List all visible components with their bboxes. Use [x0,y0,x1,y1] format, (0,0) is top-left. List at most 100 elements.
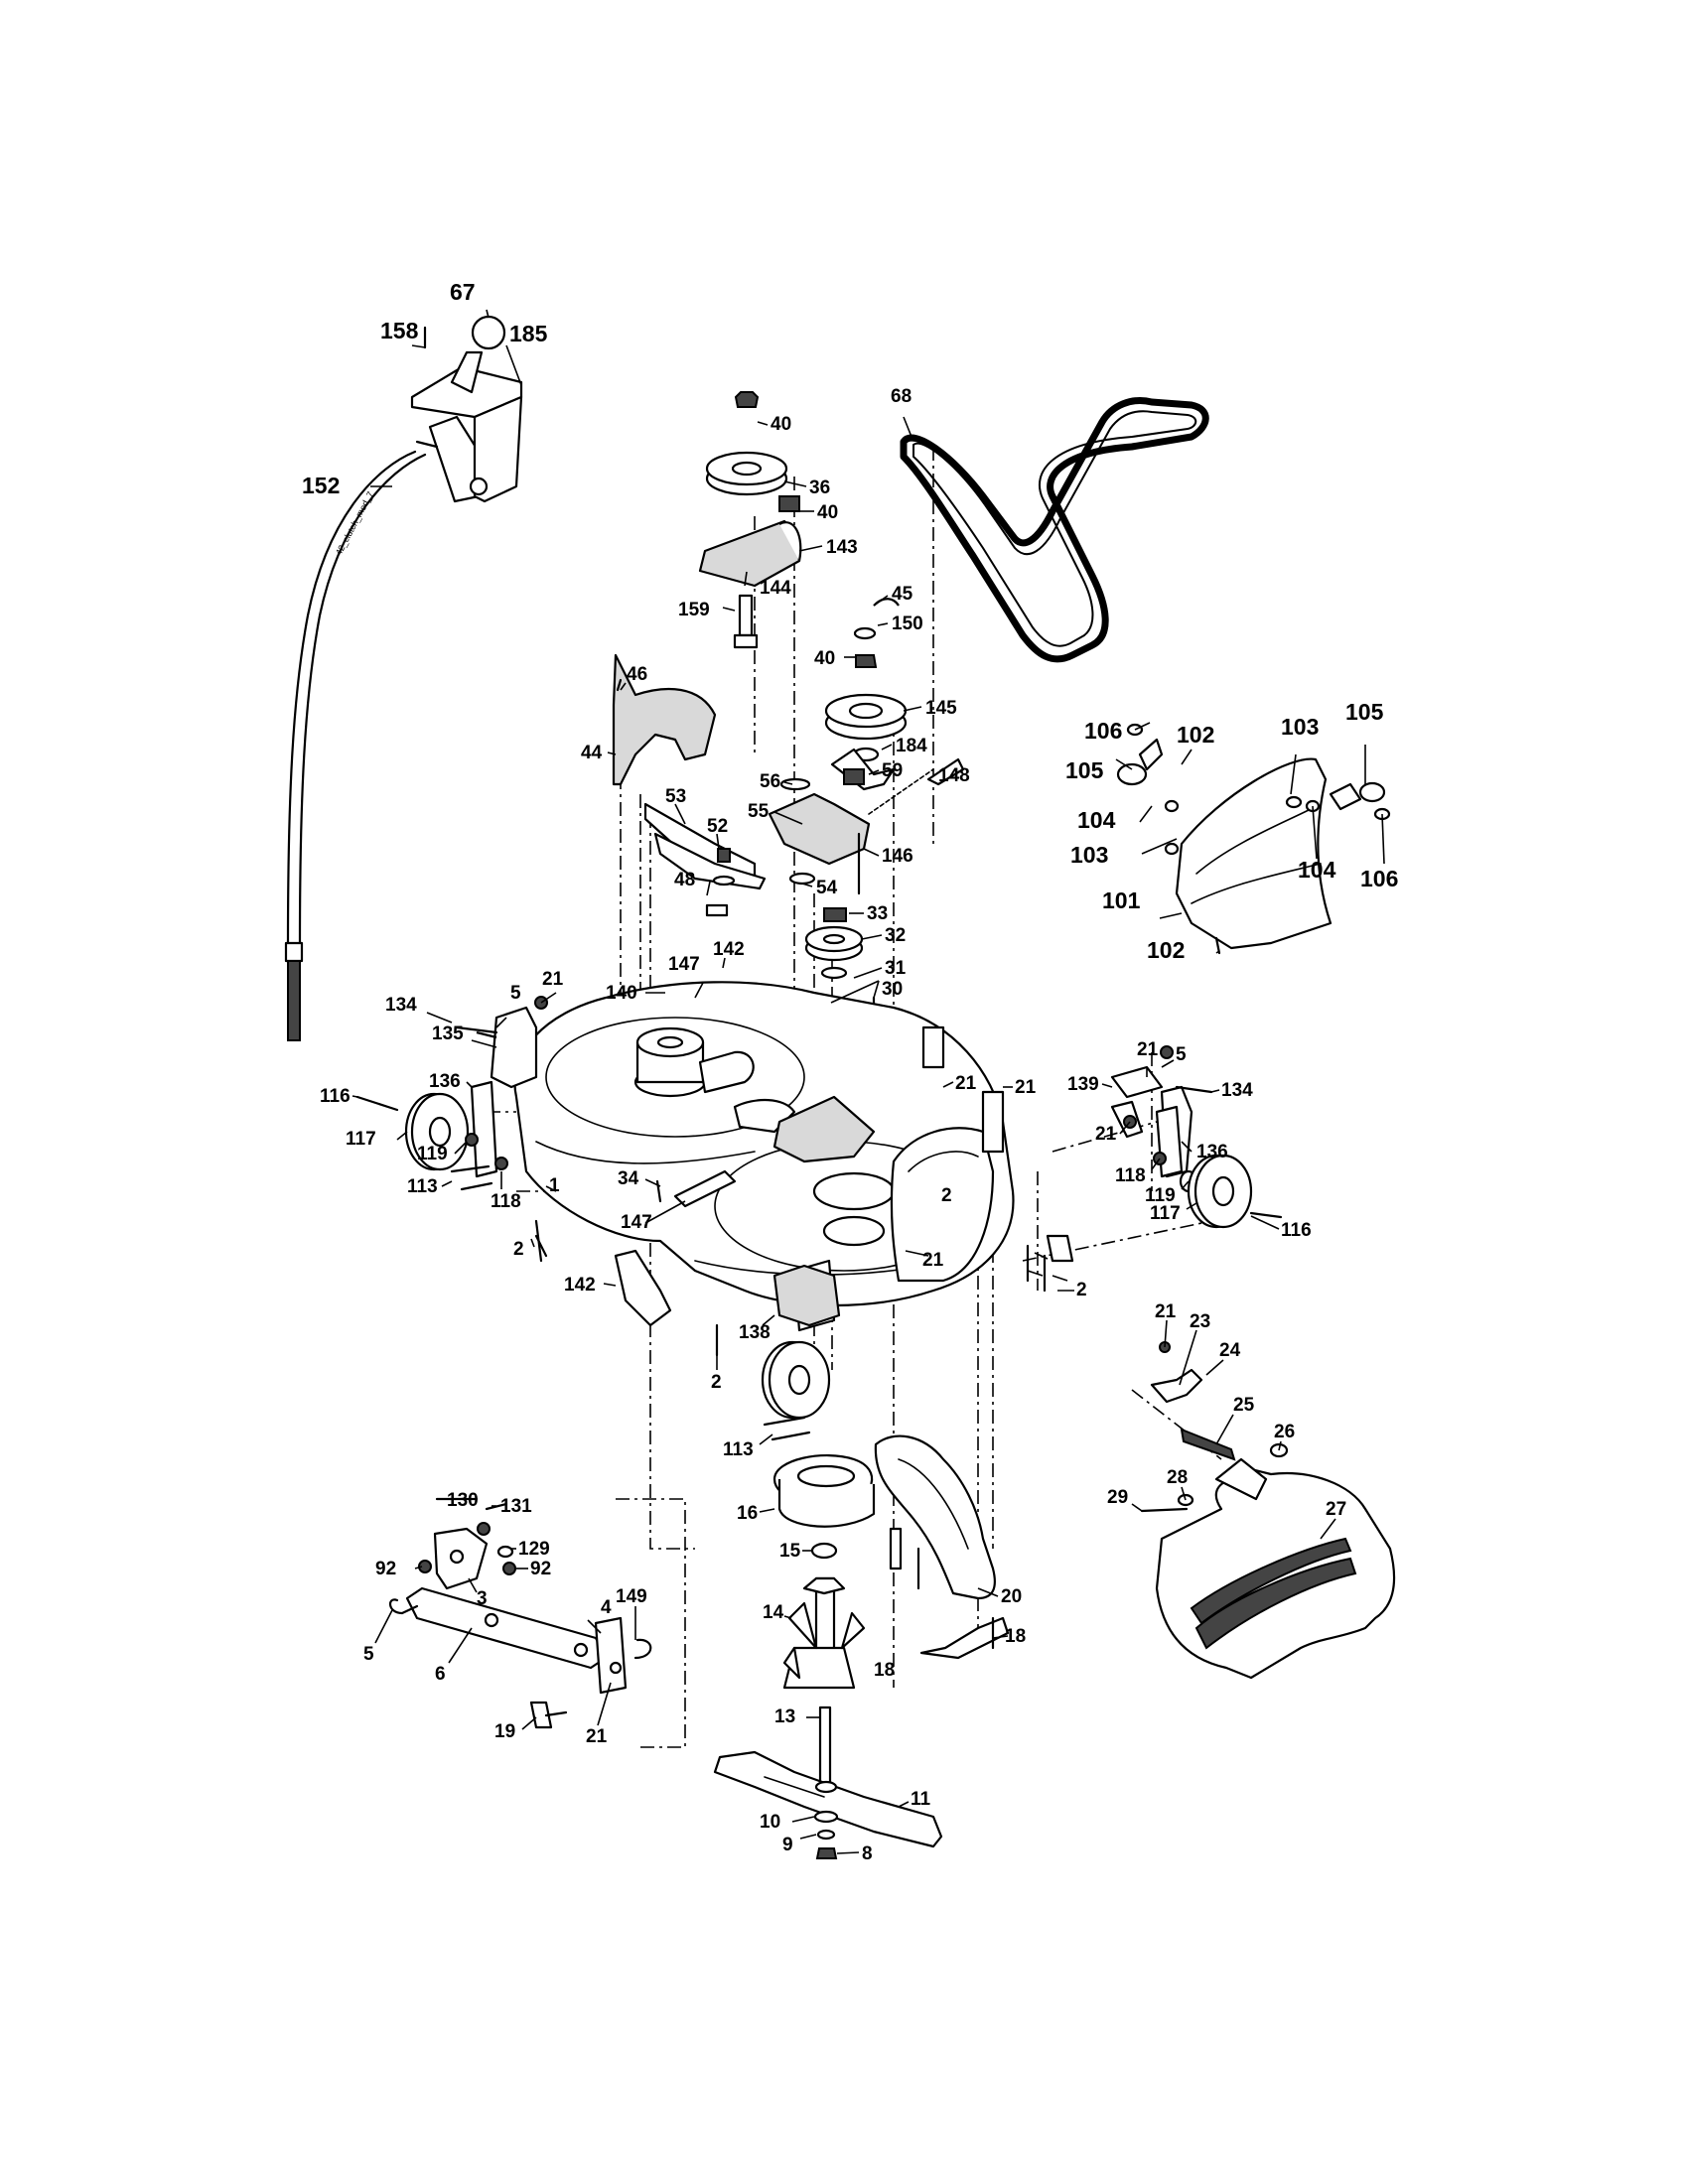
callout-24: 24 [1219,1340,1241,1361]
callout-29: 29 [1107,1487,1128,1508]
callout-68: 68 [891,386,912,407]
callout-104: 104 [1077,807,1116,833]
callout-1: 1 [549,1175,560,1196]
callout-102: 102 [1147,937,1185,963]
callout-27: 27 [1326,1499,1346,1520]
callout-3: 3 [477,1588,488,1609]
callout-2: 2 [711,1372,722,1393]
callout-131: 131 [500,1496,532,1517]
right-wheel-assembly [1026,1045,1283,1293]
callout-152: 152 [302,473,340,498]
callout-103: 103 [1281,714,1319,740]
callout-16: 16 [737,1503,758,1524]
callout-56: 56 [760,771,780,792]
idler-bracket-55 [768,792,871,866]
callout-48: 48 [674,870,695,890]
drive-belt-68 [900,397,1209,663]
callout-106: 106 [1360,866,1398,891]
callout-40: 40 [771,414,791,435]
discharge-deflector [1116,723,1391,955]
callout-147: 147 [668,954,700,975]
callout-11: 11 [911,1789,931,1810]
callout-59: 59 [882,760,903,781]
callout-2: 2 [941,1185,952,1206]
callout-184: 184 [896,736,927,756]
callout-146: 146 [882,846,913,867]
callout-117: 117 [1150,1203,1181,1224]
callout-18: 18 [1005,1626,1026,1647]
callout-44: 44 [581,743,603,763]
callout-5: 5 [363,1644,374,1665]
callout-113: 113 [723,1439,754,1460]
callout-92: 92 [375,1559,396,1579]
callout-103: 103 [1070,842,1108,868]
callout-117: 117 [346,1129,376,1150]
callout-21: 21 [922,1250,944,1271]
callout-21: 21 [586,1726,608,1747]
callout-129: 129 [518,1539,550,1560]
callout-26: 26 [1274,1422,1295,1442]
callout-21: 21 [1137,1039,1159,1060]
callout-4: 4 [601,1597,612,1618]
callout-185: 185 [509,321,548,346]
callout-40: 40 [817,502,838,523]
callout-92: 92 [530,1559,551,1579]
clutch-control-assembly: 42_clutch_mod_7 [284,315,523,1041]
knob-67 [471,315,506,350]
callout-54: 54 [816,878,838,898]
callout-2: 2 [1076,1280,1087,1300]
callout-136: 136 [429,1071,461,1092]
callout-8: 8 [862,1843,873,1864]
callout-5: 5 [1176,1044,1187,1065]
callout-leaders [351,309,1385,1854]
callout-143: 143 [826,537,858,558]
callout-134: 134 [1221,1080,1253,1101]
lift-link-6 [405,1586,608,1670]
callout-52: 52 [707,816,728,837]
callout-135: 135 [432,1024,464,1044]
callout-119: 119 [417,1144,448,1164]
callout-15: 15 [779,1541,801,1562]
callout-20: 20 [1001,1586,1022,1607]
callout-145: 145 [925,698,957,719]
callout-118: 118 [491,1191,521,1212]
center-pulley-stack [768,598,965,1044]
mulch-cover-27 [1140,1341,1396,1680]
mower-deck-1: 42 [513,981,1335,1597]
callout-158: 158 [380,318,419,343]
blade-11 [713,1750,943,1848]
callout-55: 55 [748,801,770,822]
spindle-blade-assembly [713,1434,1010,1859]
callout-105: 105 [1065,757,1104,783]
callout-21: 21 [1155,1301,1177,1322]
callout-53: 53 [665,786,686,807]
callout-159: 159 [678,600,710,620]
callout-150: 150 [892,614,923,634]
callout-21: 21 [542,969,564,990]
callout-101: 101 [1102,887,1141,913]
callout-140: 140 [606,983,637,1004]
callout-118: 118 [1115,1165,1146,1186]
callout-2: 2 [513,1239,524,1260]
callout-149: 149 [616,1586,647,1607]
callout-14: 14 [763,1602,784,1623]
callout-36: 36 [809,478,830,498]
callout-138: 138 [739,1322,771,1343]
callout-106: 106 [1084,718,1122,744]
callout-119: 119 [1145,1185,1176,1206]
callout-105: 105 [1345,699,1384,725]
rear-wheel-assembly [534,1219,841,1441]
callout-32: 32 [885,925,906,946]
left-wheel-assembly [355,996,737,1327]
idler-pulley-stack [698,391,802,649]
callout-130: 130 [447,1490,479,1511]
belt-guard-44 [612,653,767,917]
callout-19: 19 [494,1721,515,1742]
callout-23: 23 [1190,1311,1210,1332]
clutch-cable [286,450,417,945]
callout-labels: 67 158 185 152 40 36 40 143 144 159 68 4… [302,279,1398,1864]
callout-102: 102 [1177,722,1214,748]
callout-116: 116 [320,1086,351,1107]
callout-25: 25 [1233,1395,1255,1416]
